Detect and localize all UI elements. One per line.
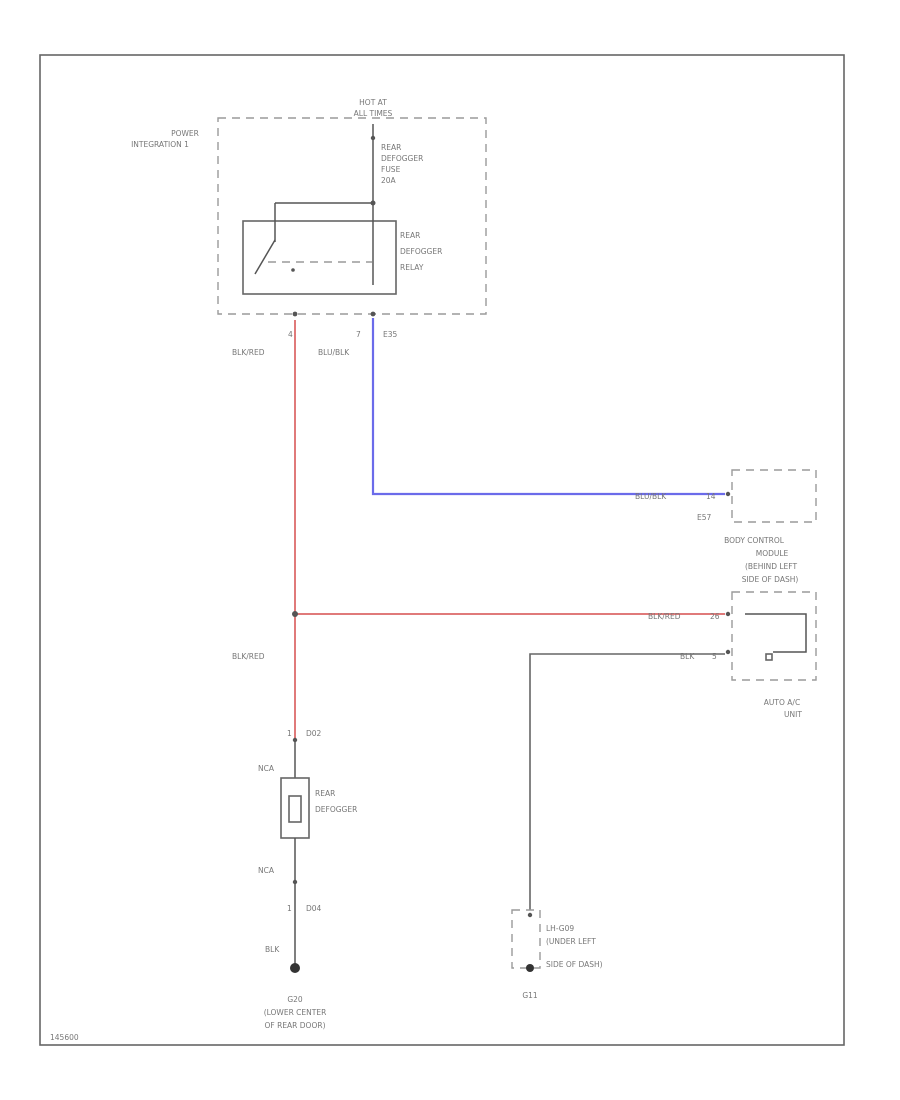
relay-box: [242, 220, 397, 295]
bcm-pin-dot: [725, 491, 731, 497]
auto-ac-pin-5-dot: [725, 649, 731, 655]
label-defogger-2: DEFOGGER: [315, 805, 357, 814]
label-auto-ac-1: AUTO A/C: [764, 698, 800, 707]
label-figure-id: 145600: [50, 1033, 79, 1042]
label-relay-1: REAR: [400, 231, 420, 240]
label-fuse-3: FUSE: [381, 165, 401, 174]
defogger-element: [288, 795, 302, 823]
label-pin-1-top: 1: [287, 729, 292, 738]
label-conn-d02: D02: [306, 729, 322, 738]
auto-ac-ground-symbol: [765, 653, 773, 661]
fuse-top-dot: [370, 135, 376, 141]
label-pin-26: 26: [710, 612, 720, 621]
relay-contact-dot: [291, 268, 295, 272]
bcm-outline: [731, 469, 817, 523]
diagram-frame: [39, 54, 845, 1046]
label-wire-blk-red-2: BLK/RED: [648, 612, 681, 621]
label-bcm-4: SIDE OF DASH): [742, 575, 799, 584]
defogger-top-dot: [292, 737, 298, 743]
label-nca-top: NCA: [258, 764, 275, 773]
label-hot-at: HOT AT: [359, 98, 387, 107]
label-auto-ac-2: UNIT: [784, 710, 802, 719]
label-relay-2: DEFOGGER: [400, 247, 442, 256]
defogger-box: [280, 777, 310, 839]
label-g-right-2: (UNDER LEFT: [546, 937, 596, 946]
label-g-right-id: G11: [522, 991, 538, 1000]
label-power-integration-1: POWER: [171, 129, 199, 138]
label-fuse-2: DEFOGGER: [381, 154, 423, 163]
label-pin-4: 4: [288, 330, 293, 339]
pin-4-dot: [292, 311, 298, 317]
defogger-bottom-dot: [292, 879, 298, 885]
auto-ac-pin-26-dot: [725, 611, 731, 617]
g11-dashed-outline: [511, 909, 541, 969]
label-bcm-3: (BEHIND LEFT: [745, 562, 798, 571]
label-pin-7: 7: [356, 330, 361, 339]
label-all-times: ALL TIMES: [354, 109, 393, 118]
label-power-integration-2: INTEGRATION 1: [131, 140, 189, 149]
auto-ac-internal-path: [745, 613, 807, 653]
label-defogger-1: REAR: [315, 789, 335, 798]
label-fuse-4: 20A: [381, 176, 397, 185]
label-pin-14: 14: [706, 492, 716, 501]
wire-blu-blk: [371, 318, 725, 496]
label-g-left-id: G20: [287, 995, 303, 1004]
label-pin-1-bottom: 1: [287, 904, 292, 913]
g11-pin-dot: [527, 912, 533, 918]
label-wire-blu-blk-1: BLU/BLK: [318, 348, 350, 357]
label-relay-3: RELAY: [400, 263, 424, 272]
power-integration-outline: [217, 117, 487, 315]
label-conn-e57: E57: [697, 513, 712, 522]
label-bcm-2: MODULE: [756, 549, 789, 558]
pin-7-dot: [370, 311, 376, 317]
label-nca-bottom: NCA: [258, 866, 275, 875]
label-bcm-1: BODY CONTROL: [724, 536, 785, 545]
fuse-bottom-dot: [370, 200, 376, 206]
wire-blk: [529, 653, 725, 910]
wire-splice-dot: [292, 611, 298, 617]
label-wire-blk-red-1: BLK/RED: [232, 348, 265, 357]
label-wire-blk-bottom: BLK: [265, 945, 280, 954]
label-g-left-3: OF REAR DOOR): [265, 1021, 326, 1030]
label-g-right-3: SIDE OF DASH): [546, 960, 603, 969]
relay-switch-contact: [254, 239, 276, 275]
label-g-right-1: LH-G09: [546, 924, 574, 933]
label-wire-blk-red-3: BLK/RED: [232, 652, 265, 661]
auto-ac-outline: [731, 591, 817, 681]
label-conn-e35: E35: [383, 330, 398, 339]
ground-g11-icon: [526, 964, 534, 972]
label-conn-d04: D04: [306, 904, 322, 913]
ground-g20-icon: [290, 963, 300, 973]
label-pin-5: 5: [712, 652, 717, 661]
label-wire-blu-blk-2: BLU/BLK: [635, 492, 667, 501]
label-g-left-2: (LOWER CENTER: [264, 1008, 327, 1017]
label-fuse-1: REAR: [381, 143, 401, 152]
label-wire-blk: BLK: [680, 652, 695, 661]
